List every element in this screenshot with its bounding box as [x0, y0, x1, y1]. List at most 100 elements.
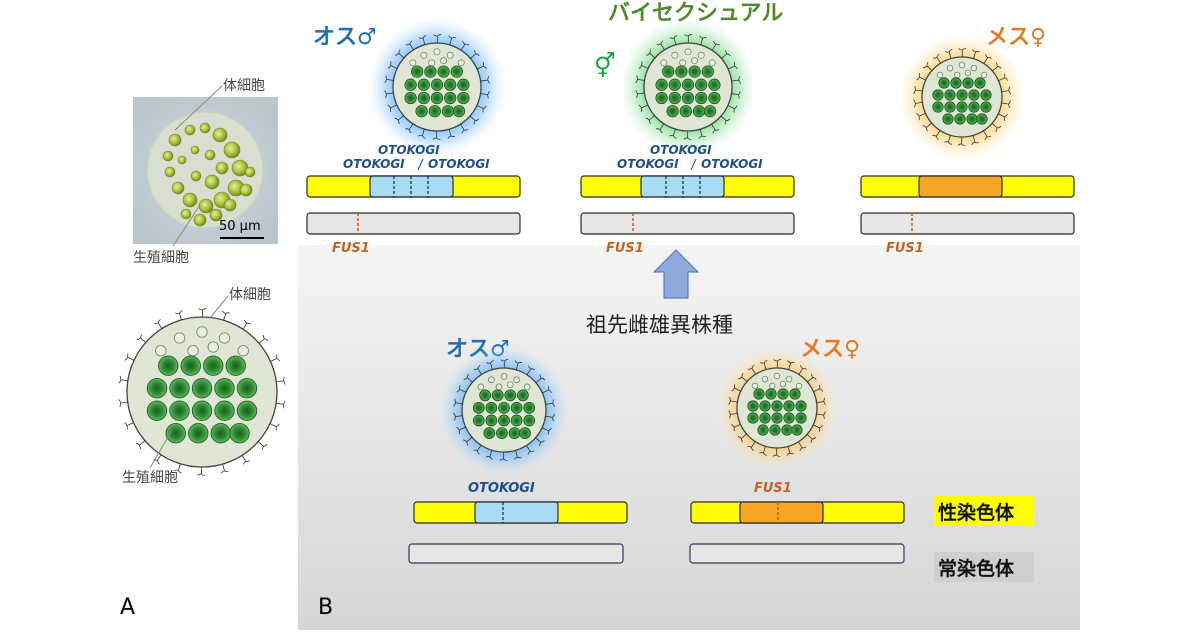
germ-cell: [708, 91, 721, 105]
somatic-cell: [237, 345, 249, 357]
micrograph-cell: [198, 198, 214, 214]
germ-cell: [783, 400, 795, 412]
germ-cell: [932, 101, 944, 113]
flagellum: [798, 365, 807, 375]
germ-cell: [769, 424, 781, 436]
germ-cell: [753, 388, 765, 400]
flagellum: [913, 99, 923, 108]
somatic-cell: [954, 71, 961, 79]
flagellum: [387, 61, 398, 69]
flagellum: [711, 123, 720, 134]
somatic-cell: [506, 381, 514, 389]
flagellum: [957, 136, 966, 146]
flagellum: [656, 40, 665, 51]
flagellum: [453, 398, 463, 407]
germ-cell: [519, 427, 531, 439]
germ-cell: [777, 388, 789, 400]
flagellum: [276, 400, 286, 409]
micrograph-cell: [204, 149, 216, 161]
somatic-cell: [428, 59, 436, 67]
flagellum: [738, 372, 748, 382]
flagellum: [270, 354, 281, 362]
drawing-label-somatic: 体細胞: [229, 287, 271, 303]
somatic-cell: [660, 59, 668, 67]
germ-cell: [771, 400, 783, 412]
flagellum: [476, 62, 487, 70]
flagellum: [456, 385, 467, 393]
germ-cell: [430, 91, 444, 105]
flagellum: [816, 397, 826, 406]
germ-cell: [757, 424, 769, 436]
germ-cell: [191, 400, 213, 421]
flagellum: [154, 319, 163, 329]
photo-label-somatic: 体細胞: [223, 78, 265, 94]
germ-cell: [158, 355, 179, 376]
germ-cell: [491, 389, 504, 402]
flagellum: [669, 129, 677, 139]
autosome: [580, 212, 795, 235]
somatic-cell: [433, 48, 441, 56]
flagellum: [473, 444, 482, 455]
flagellum: [463, 373, 473, 383]
flagellum: [453, 412, 463, 421]
flagellum: [721, 50, 731, 59]
micrograph-cell: [212, 127, 228, 143]
germ-cell: [457, 78, 470, 91]
flagellum: [787, 360, 795, 370]
micrograph-cells: [162, 122, 256, 227]
germ-cell: [701, 65, 714, 78]
flagellum: [913, 85, 923, 94]
somatic-cell: [773, 372, 781, 380]
autosome: [860, 212, 1075, 235]
top-female: メス♀ FUS1: [860, 25, 1075, 256]
micrograph-cell: [182, 192, 198, 208]
somatic-cell: [495, 383, 503, 391]
germ-cell: [695, 91, 708, 105]
flagellum: [473, 365, 482, 375]
gene-label-fus1: FUS1: [754, 481, 792, 496]
flagellum: [798, 441, 807, 452]
flagellum: [728, 396, 738, 405]
female-region: [739, 501, 824, 524]
flagellum: [698, 129, 707, 139]
top-female-colony: [913, 48, 1011, 146]
flagellum: [476, 105, 487, 113]
flagellum: [175, 310, 183, 320]
gene-pointer: [690, 158, 697, 171]
flagellum: [806, 434, 817, 443]
germ-cell: [795, 400, 807, 412]
somatic-cell: [958, 61, 966, 69]
germ-cell: [954, 113, 966, 125]
germ-cell: [655, 91, 668, 105]
germ-cell: [759, 412, 771, 424]
micrograph-cell: [177, 155, 187, 165]
germ-cell: [765, 388, 777, 400]
flagellum: [816, 411, 826, 419]
micrograph-cell: [162, 150, 174, 162]
germ-cell: [457, 91, 470, 105]
germ-cell: [214, 400, 235, 421]
flagellum: [433, 34, 442, 44]
germ-cell: [692, 105, 706, 118]
gene-pointer: [417, 158, 424, 171]
germ-cell: [485, 402, 498, 414]
flagellum: [545, 399, 555, 408]
gene-label-fus1: FUS1: [606, 241, 644, 256]
germ-cell: [968, 89, 980, 101]
flagellum: [786, 446, 795, 456]
germ-cell: [791, 424, 803, 436]
germ-cell: [169, 378, 190, 399]
germ-cell: [771, 412, 783, 424]
flagellum: [669, 35, 678, 45]
somatic-cell: [936, 71, 944, 79]
micrograph-cell: [199, 122, 211, 134]
flagellum: [711, 40, 721, 51]
germ-cell: [655, 78, 668, 91]
germ-cell: [956, 101, 968, 113]
flagellum: [916, 73, 926, 81]
legend-autosome: 常染色体: [938, 557, 1015, 580]
flagellum: [480, 76, 490, 84]
somatic-cell: [795, 382, 803, 390]
flagellum: [922, 122, 932, 132]
flagellum: [683, 130, 692, 140]
